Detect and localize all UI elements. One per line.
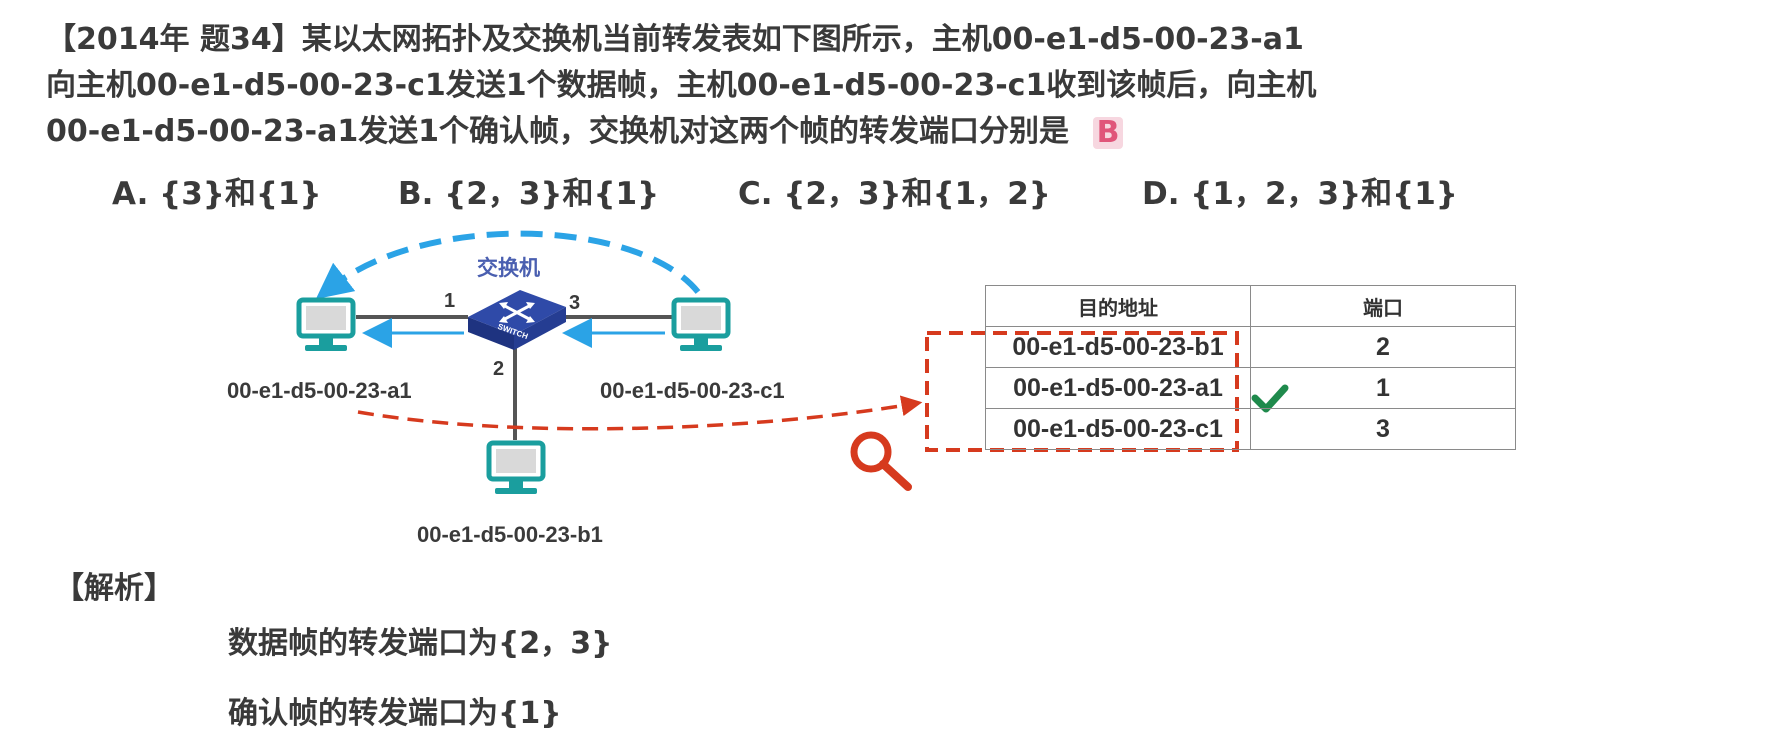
ack-frame-arc-arrow (315, 230, 701, 300)
lookup-arrow (357, 395, 923, 431)
forwarding-table-header: 目的地址 端口 (985, 285, 1516, 327)
table-row: 00-e1-d5-00-23-c1 3 (985, 408, 1516, 450)
switch-label: 交换机 (477, 256, 540, 280)
analysis-line-2: 确认帧的转发端口为{1} (228, 696, 562, 731)
analysis-title: 【解析】 (54, 571, 174, 606)
port-label-2: 2 (493, 358, 505, 380)
table-cell-address: 00-e1-d5-00-23-a1 (985, 367, 1251, 409)
port-label-3: 3 (569, 292, 581, 314)
table-cell-address: 00-e1-d5-00-23-b1 (985, 326, 1251, 368)
table-row: 00-e1-d5-00-23-b1 2 (985, 326, 1516, 368)
option-c: C. {2，3}和{1，2} (738, 176, 1051, 212)
host-c1-label: 00-e1-d5-00-23-c1 (600, 378, 785, 403)
header-destination-address: 目的地址 (985, 285, 1251, 327)
table-row: 00-e1-d5-00-23-a1 1 (985, 367, 1516, 409)
table-cell-port: 1 (1250, 367, 1516, 409)
host-b1-computer-icon (486, 440, 546, 494)
header-port: 端口 (1250, 285, 1516, 327)
host-c1-computer-icon (671, 297, 731, 351)
host-b1-label: 00-e1-d5-00-23-b1 (417, 522, 603, 547)
table-cell-address: 00-e1-d5-00-23-c1 (985, 408, 1251, 450)
question-line-1: 【2014年 题34】某以太网拓扑及交换机当前转发表如下图所示，主机00-e1-… (46, 22, 1304, 57)
analysis-line-1: 数据帧的转发端口为{2，3} (228, 626, 613, 661)
option-a: A. {3}和{1} (112, 176, 322, 212)
table-cell-port: 2 (1250, 326, 1516, 368)
question-line-3-text: 00-e1-d5-00-23-a1发送1个确认帧，交换机对这两个帧的转发端口分别… (46, 114, 1070, 149)
question-line-3: 00-e1-d5-00-23-a1发送1个确认帧，交换机对这两个帧的转发端口分别… (46, 106, 1124, 150)
host-a1-label: 00-e1-d5-00-23-a1 (227, 378, 412, 403)
option-d: D. {1，2，3}和{1} (1142, 176, 1458, 212)
host-a1-computer-icon (296, 297, 356, 351)
table-cell-port: 3 (1250, 408, 1516, 450)
forwarding-table: 目的地址 端口 00-e1-d5-00-23-b1 2 00-e1-d5-00-… (985, 285, 1516, 450)
option-b: B. {2，3}和{1} (398, 176, 660, 212)
port-label-1: 1 (444, 290, 456, 312)
answer-badge: B (1093, 116, 1124, 149)
switch-icon (468, 290, 566, 350)
question-line-2: 向主机00-e1-d5-00-23-c1发送1个数据帧，主机00-e1-d5-0… (46, 68, 1317, 103)
magnifier-icon (850, 431, 912, 491)
